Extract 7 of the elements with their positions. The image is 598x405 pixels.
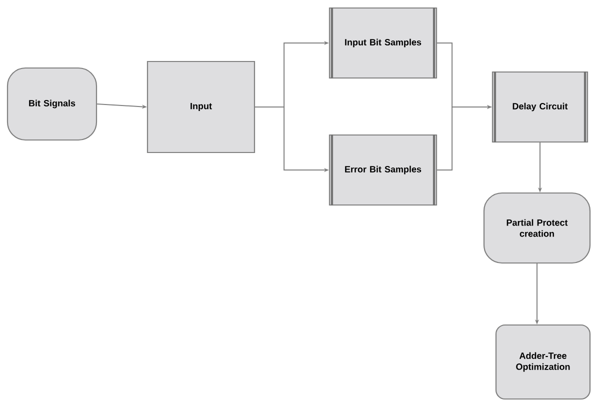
process-box: Delay Circuit <box>492 71 588 143</box>
process-box: Input Bit Samples <box>328 7 438 79</box>
rounded-box: Partial Protect creation <box>483 192 591 264</box>
process-box: Error Bit Samples <box>328 134 438 206</box>
rounded-box: Bit Signals <box>6 67 98 141</box>
rounded-box: Adder-Tree Optimization <box>495 324 591 400</box>
process-box: Input <box>146 60 256 154</box>
